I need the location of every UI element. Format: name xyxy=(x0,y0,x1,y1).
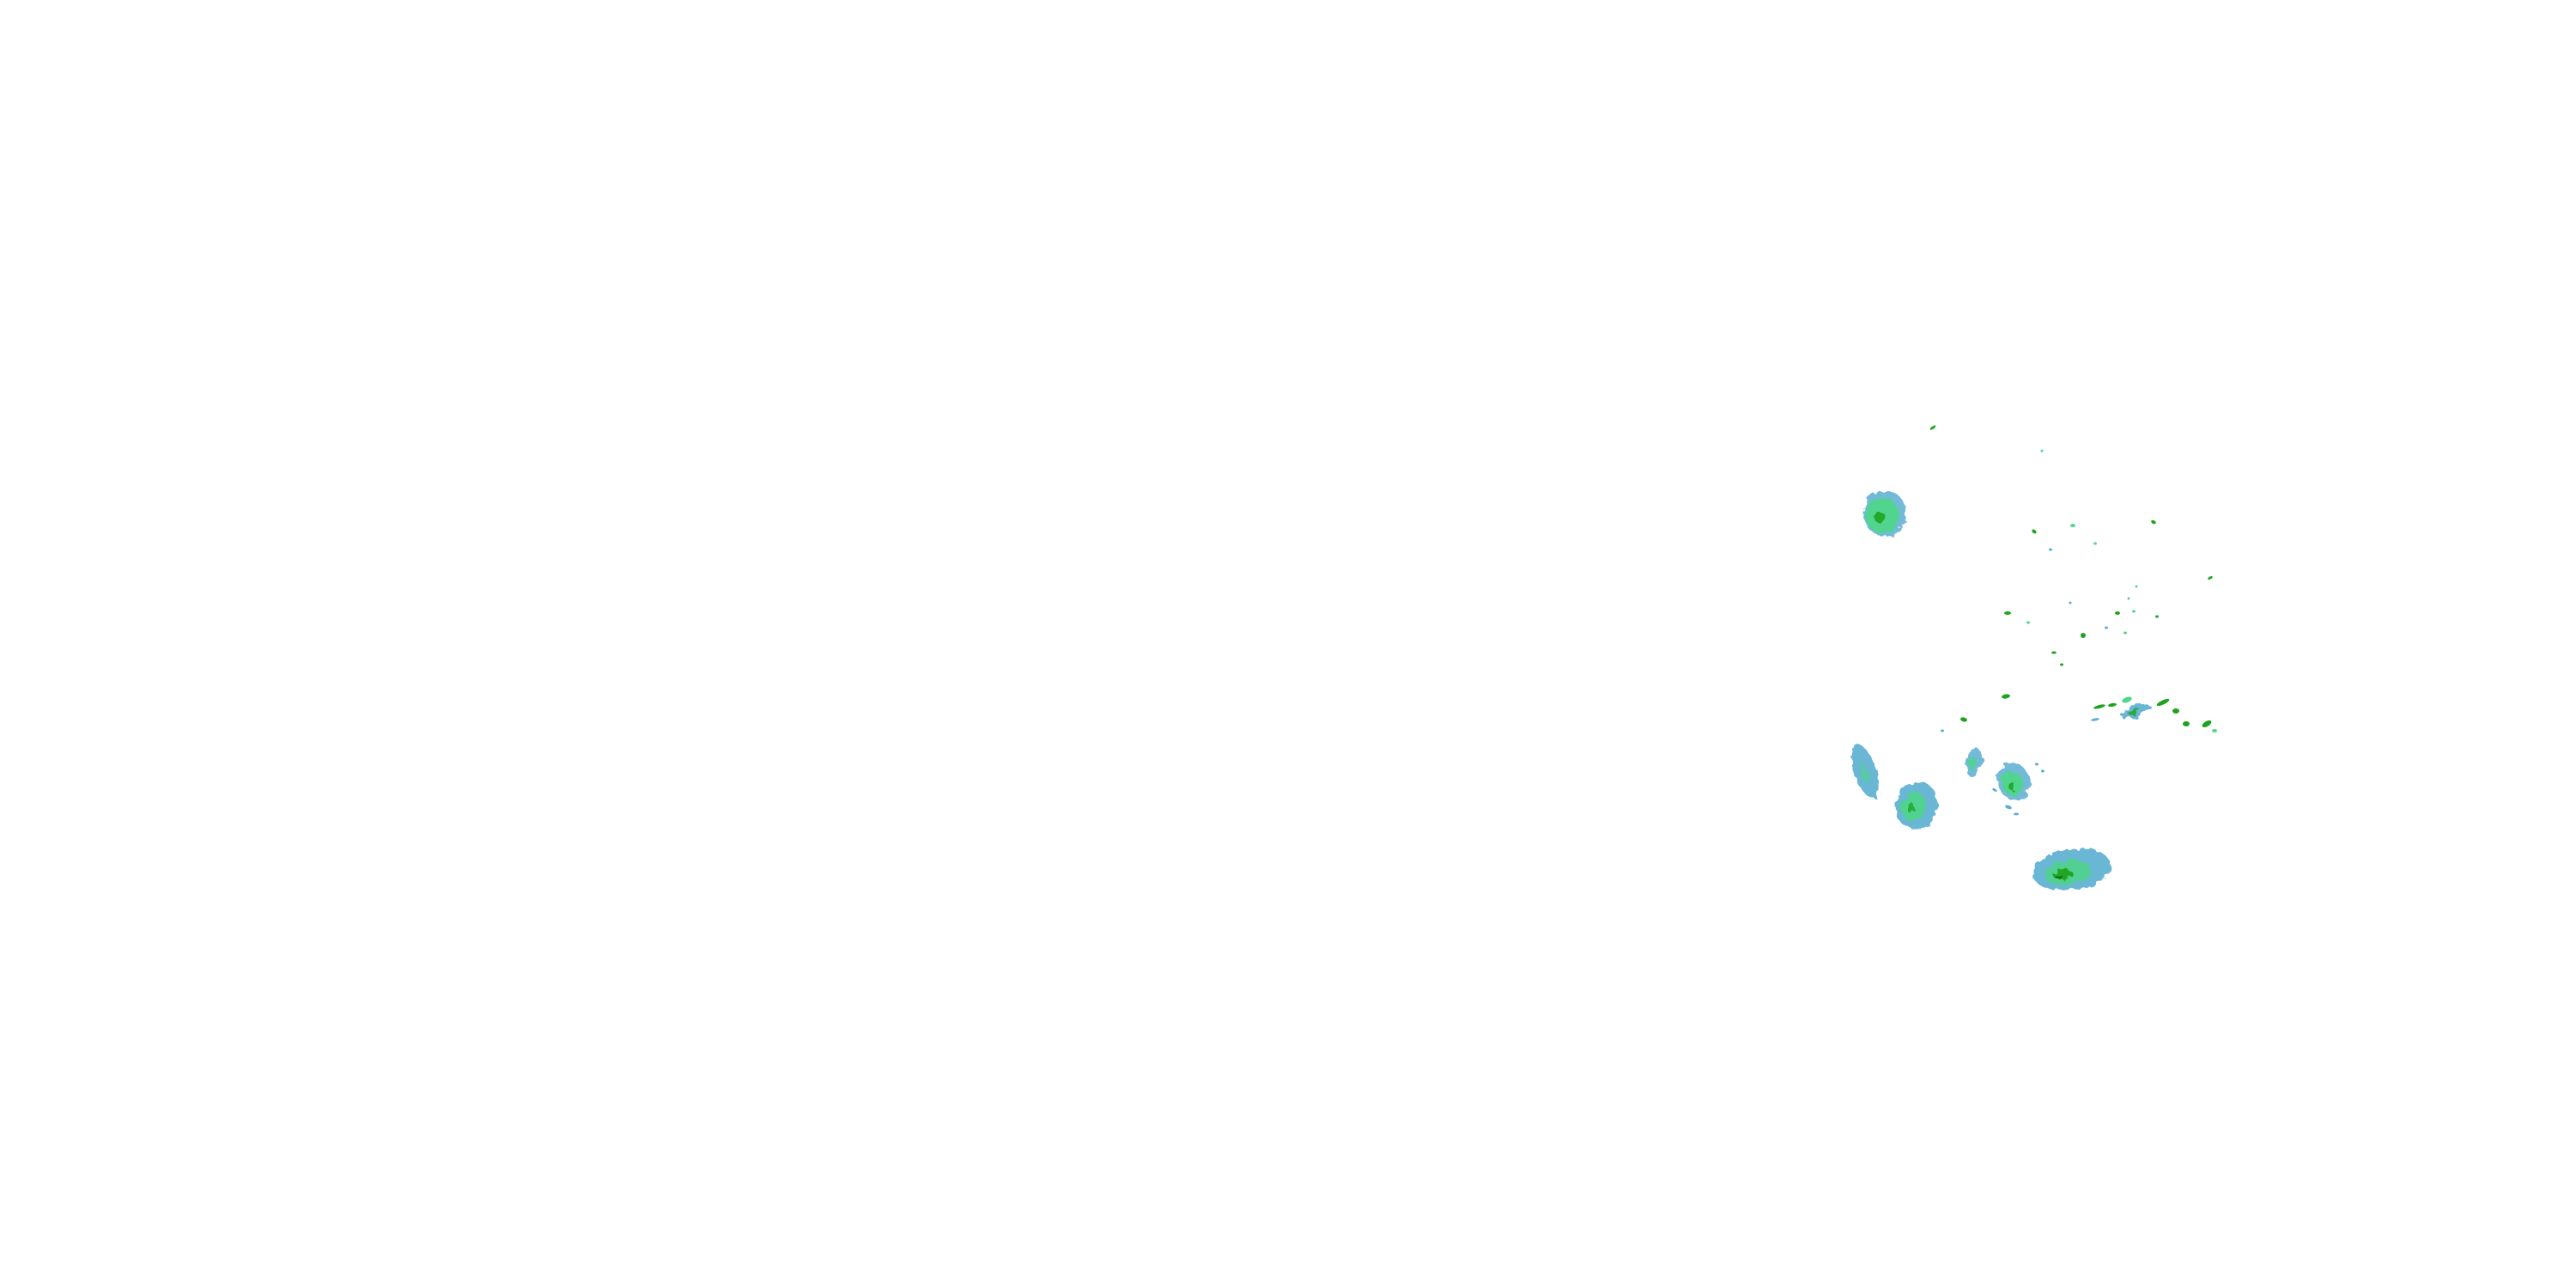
echo-speck-4 xyxy=(2070,524,2075,527)
echo-speck-33 xyxy=(2202,720,2212,727)
echo-speck-20 xyxy=(2051,651,2057,654)
echo-cell-southwest-heavy-rain xyxy=(1906,803,1916,813)
echo-cell-west-moderate-rain xyxy=(1859,764,1869,783)
echo-speck-17 xyxy=(2081,633,2086,638)
echo-speck-30 xyxy=(2183,721,2190,726)
echo-speck-28 xyxy=(2156,698,2170,707)
echo-speck-36 xyxy=(2041,769,2044,773)
echo-cell-northwest xyxy=(1863,490,1906,537)
echo-speck-9 xyxy=(2135,585,2138,588)
echo-speck-18 xyxy=(2105,626,2108,629)
echo-cell-west xyxy=(1851,744,1879,798)
echo-speck-13 xyxy=(2026,621,2030,624)
echo-speck-11 xyxy=(2069,601,2072,605)
echo-speck-38 xyxy=(2005,805,2012,810)
echo-speck-23 xyxy=(1960,717,1967,722)
echo-speck-7 xyxy=(2049,548,2052,551)
echo-cell-east-band xyxy=(2120,702,2151,720)
echo-speck-34 xyxy=(2212,729,2217,732)
echo-cell-center-small xyxy=(1965,748,1983,777)
echo-speck-19 xyxy=(2123,631,2127,635)
echo-cell-northwest-heavy-rain xyxy=(1874,511,1886,524)
echo-speck-5 xyxy=(2151,519,2156,525)
echo-speck-37 xyxy=(1992,788,1997,792)
echo-cell-center xyxy=(1996,762,2031,800)
echo-speck-26 xyxy=(2108,702,2117,708)
echo-speck-2 xyxy=(2040,449,2044,453)
echo-cell-center-small-moderate-rain xyxy=(1969,756,1978,771)
radar-echo-layer xyxy=(1851,490,2151,891)
echo-speck-15 xyxy=(2115,611,2120,615)
echo-speck-6 xyxy=(2093,542,2097,545)
echo-speck-10 xyxy=(2127,597,2130,600)
echo-speck-39 xyxy=(2014,812,2019,816)
radar-speck-layer xyxy=(1929,425,2217,816)
echo-speck-14 xyxy=(2132,610,2136,613)
echo-speck-1 xyxy=(1929,425,1936,430)
echo-speck-8 xyxy=(2208,576,2213,580)
echo-speck-3 xyxy=(2032,529,2037,534)
echo-cell-east-band-heavy-rain xyxy=(2128,708,2140,715)
echo-cell-south xyxy=(2032,848,2111,891)
echo-speck-24 xyxy=(1941,729,1944,732)
echo-speck-22 xyxy=(2002,694,2010,699)
echo-speck-25 xyxy=(2093,704,2105,709)
echo-speck-35 xyxy=(2035,762,2038,766)
echo-speck-21 xyxy=(2060,663,2063,666)
echo-speck-31 xyxy=(2091,718,2099,721)
echo-speck-12 xyxy=(2004,611,2011,615)
echo-cell-southwest xyxy=(1895,781,1938,829)
echo-speck-16 xyxy=(2155,615,2159,618)
echo-speck-29 xyxy=(2172,708,2179,714)
echo-speck-27 xyxy=(2122,696,2132,703)
echo-cell-south-core xyxy=(2055,874,2063,879)
echo-speck-32 xyxy=(2120,713,2123,716)
echo-cell-center-heavy-rain xyxy=(2007,781,2015,790)
